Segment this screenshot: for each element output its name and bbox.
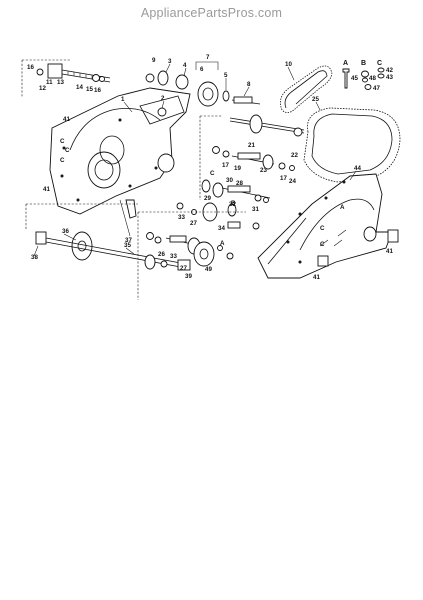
label-28: 28 <box>236 180 243 187</box>
label-9: 9 <box>152 57 156 64</box>
hardware-key <box>342 67 385 90</box>
label-B-main: B <box>231 200 236 207</box>
label-C-1: C <box>60 138 65 145</box>
label-33-a: 33 <box>178 214 185 221</box>
label-34: 34 <box>218 225 225 232</box>
label-32: 32 <box>229 201 236 208</box>
label-5: 5 <box>224 72 228 79</box>
label-44: 44 <box>354 165 361 172</box>
label-10: 10 <box>285 61 292 68</box>
label-48: 48 <box>369 75 376 82</box>
middle-shaft <box>199 114 305 200</box>
label-C-4: C <box>210 170 215 177</box>
label-2: 2 <box>161 95 165 102</box>
label-6: 6 <box>200 66 204 73</box>
upper-shaft-assembly <box>21 59 111 98</box>
label-7: 7 <box>206 54 210 61</box>
label-22: 22 <box>291 152 298 159</box>
label-29: 29 <box>204 195 211 202</box>
label-36: 36 <box>62 228 69 235</box>
label-21: 21 <box>248 142 255 149</box>
label-1: 1 <box>121 96 125 103</box>
key-B: B <box>361 60 366 67</box>
label-41-b: 41 <box>43 186 50 193</box>
label-3: 3 <box>168 58 172 65</box>
label-23: 23 <box>260 167 267 174</box>
label-43: 43 <box>386 74 393 81</box>
label-49: 49 <box>205 266 212 273</box>
label-17-a: 17 <box>222 162 229 169</box>
label-38: 38 <box>31 254 38 261</box>
label-41-c: 41 <box>313 274 320 281</box>
key-A: A <box>343 60 348 67</box>
label-41-a: 41 <box>63 116 70 123</box>
label-35: 35 <box>124 242 131 249</box>
gasket <box>303 107 401 183</box>
watermark: AppliancePartsPros.com <box>140 6 283 20</box>
label-A-right: A <box>340 204 345 211</box>
label-31: 31 <box>252 206 259 213</box>
label-47: 47 <box>373 85 380 92</box>
label-19: 19 <box>234 165 241 172</box>
label-8: 8 <box>247 81 251 88</box>
label-A-main: A <box>220 240 225 247</box>
middle-gear-cluster <box>157 146 295 230</box>
label-C-2: C <box>65 147 70 154</box>
label-30: 30 <box>226 177 233 184</box>
label-37: 37 <box>125 237 132 244</box>
label-16-b: 16 <box>94 87 101 94</box>
right-housing <box>257 173 399 279</box>
key-C: C <box>377 60 382 67</box>
label-17-b: 17 <box>280 175 287 182</box>
drive-chain <box>279 65 333 113</box>
label-25: 25 <box>312 96 319 103</box>
label-4: 4 <box>183 62 187 69</box>
label-16-a: 16 <box>27 64 34 71</box>
label-39: 39 <box>185 273 192 280</box>
label-33-b: 33 <box>170 253 177 260</box>
label-C-6: C <box>320 241 325 248</box>
label-42: 42 <box>386 67 393 74</box>
left-housing <box>49 87 191 237</box>
label-13: 13 <box>57 79 64 86</box>
axle-assembly <box>25 203 191 271</box>
label-41-d: 41 <box>386 248 393 255</box>
top-gears <box>145 61 261 117</box>
label-12: 12 <box>39 85 46 92</box>
label-24: 24 <box>289 178 296 185</box>
label-27-b: 27 <box>180 265 187 272</box>
label-14: 14 <box>76 84 83 91</box>
label-C-5: C <box>320 225 325 232</box>
label-15: 15 <box>86 86 93 93</box>
lower-gear-cluster <box>137 211 246 300</box>
label-11: 11 <box>46 79 53 86</box>
label-27-a: 27 <box>190 220 197 227</box>
label-45: 45 <box>351 75 358 82</box>
label-26: 26 <box>158 251 165 258</box>
leader-lines <box>33 63 357 257</box>
label-C-3: C <box>60 157 65 164</box>
part-labels: 1 2 3 4 5 6 7 8 9 10 11 12 13 14 15 16 1… <box>27 54 393 281</box>
